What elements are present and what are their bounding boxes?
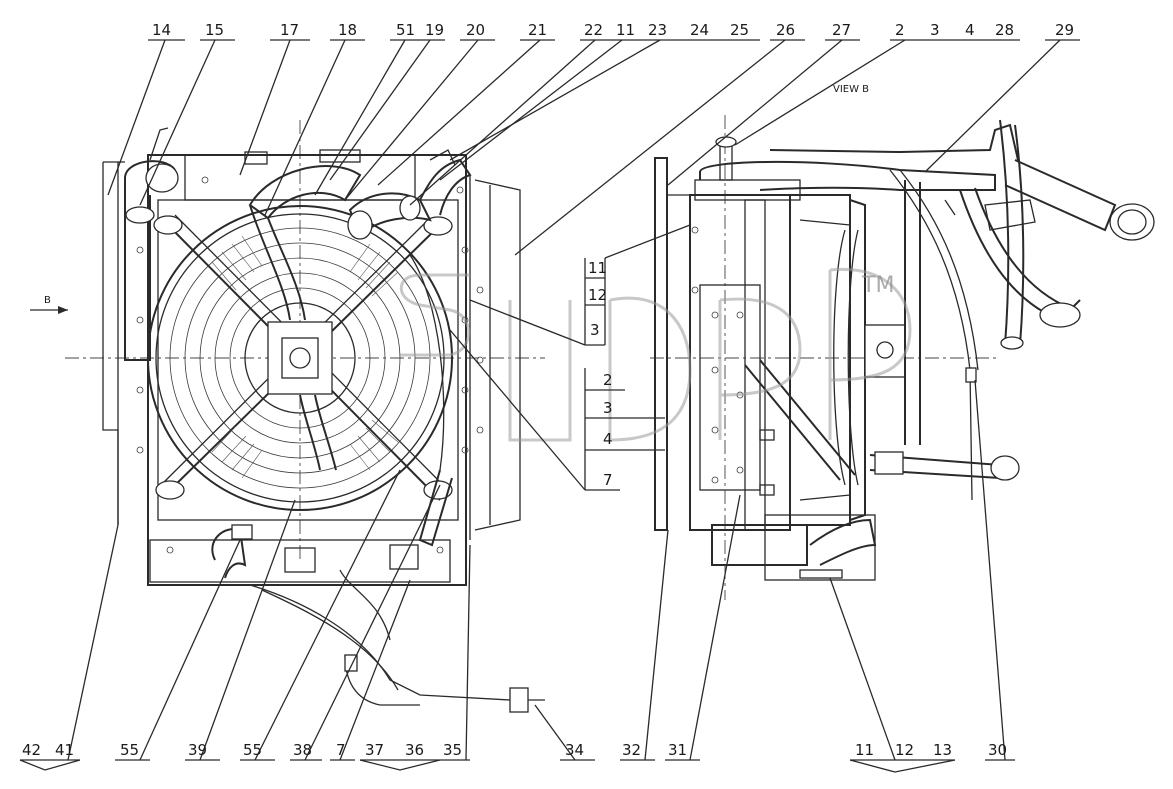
label-55-b: 55 [243, 741, 262, 759]
label-11-top: 11 [616, 21, 635, 39]
label-31: 31 [668, 741, 687, 759]
label-28: 28 [995, 21, 1014, 39]
label-30: 30 [988, 741, 1007, 759]
label-29: 29 [1055, 21, 1074, 39]
label-7-bottom: 7 [336, 741, 346, 759]
label-3-mid-a: 3 [590, 321, 600, 339]
label-39: 39 [188, 741, 207, 759]
label-20: 20 [466, 21, 485, 39]
label-3-mid-b: 3 [603, 399, 613, 417]
label-38: 38 [293, 741, 312, 759]
label-15: 15 [205, 21, 224, 39]
label-51: 51 [396, 21, 415, 39]
label-37: 37 [365, 741, 384, 759]
label-21: 21 [528, 21, 547, 39]
label-17: 17 [280, 21, 299, 39]
label-41: 41 [55, 741, 74, 759]
label-4-mid: 4 [603, 430, 613, 448]
trademark-mark: TM [861, 273, 894, 298]
label-3-top: 3 [930, 21, 940, 39]
label-42: 42 [22, 741, 41, 759]
label-4-top: 4 [965, 21, 975, 39]
label-18: 18 [338, 21, 357, 39]
label-22: 22 [584, 21, 603, 39]
label-2-mid: 2 [603, 371, 613, 389]
label-26: 26 [776, 21, 795, 39]
label-12-mid: 12 [588, 286, 607, 304]
label-12-bottom: 12 [895, 741, 914, 759]
label-2-top: 2 [895, 21, 905, 39]
label-23: 23 [648, 21, 667, 39]
label-34: 34 [565, 741, 584, 759]
label-13: 13 [933, 741, 952, 759]
label-25: 25 [730, 21, 749, 39]
view-b-label: VIEW B [833, 84, 869, 95]
label-7-mid: 7 [603, 471, 613, 489]
section-letter: B [44, 295, 51, 306]
label-36: 36 [405, 741, 424, 759]
label-32: 32 [622, 741, 641, 759]
label-24: 24 [690, 21, 709, 39]
label-11-bottom: 11 [855, 741, 874, 759]
label-11-mid: 11 [588, 259, 607, 277]
watermark-logo: TM [399, 267, 912, 442]
label-27: 27 [832, 21, 851, 39]
label-19: 19 [425, 21, 444, 39]
side-view [650, 115, 1155, 600]
front-view [30, 120, 545, 713]
label-55-a: 55 [120, 741, 139, 759]
callout-labels: 14 15 17 18 51 19 20 21 22 11 23 24 25 2… [19, 21, 1080, 773]
label-14: 14 [152, 21, 171, 39]
label-35: 35 [443, 741, 462, 759]
